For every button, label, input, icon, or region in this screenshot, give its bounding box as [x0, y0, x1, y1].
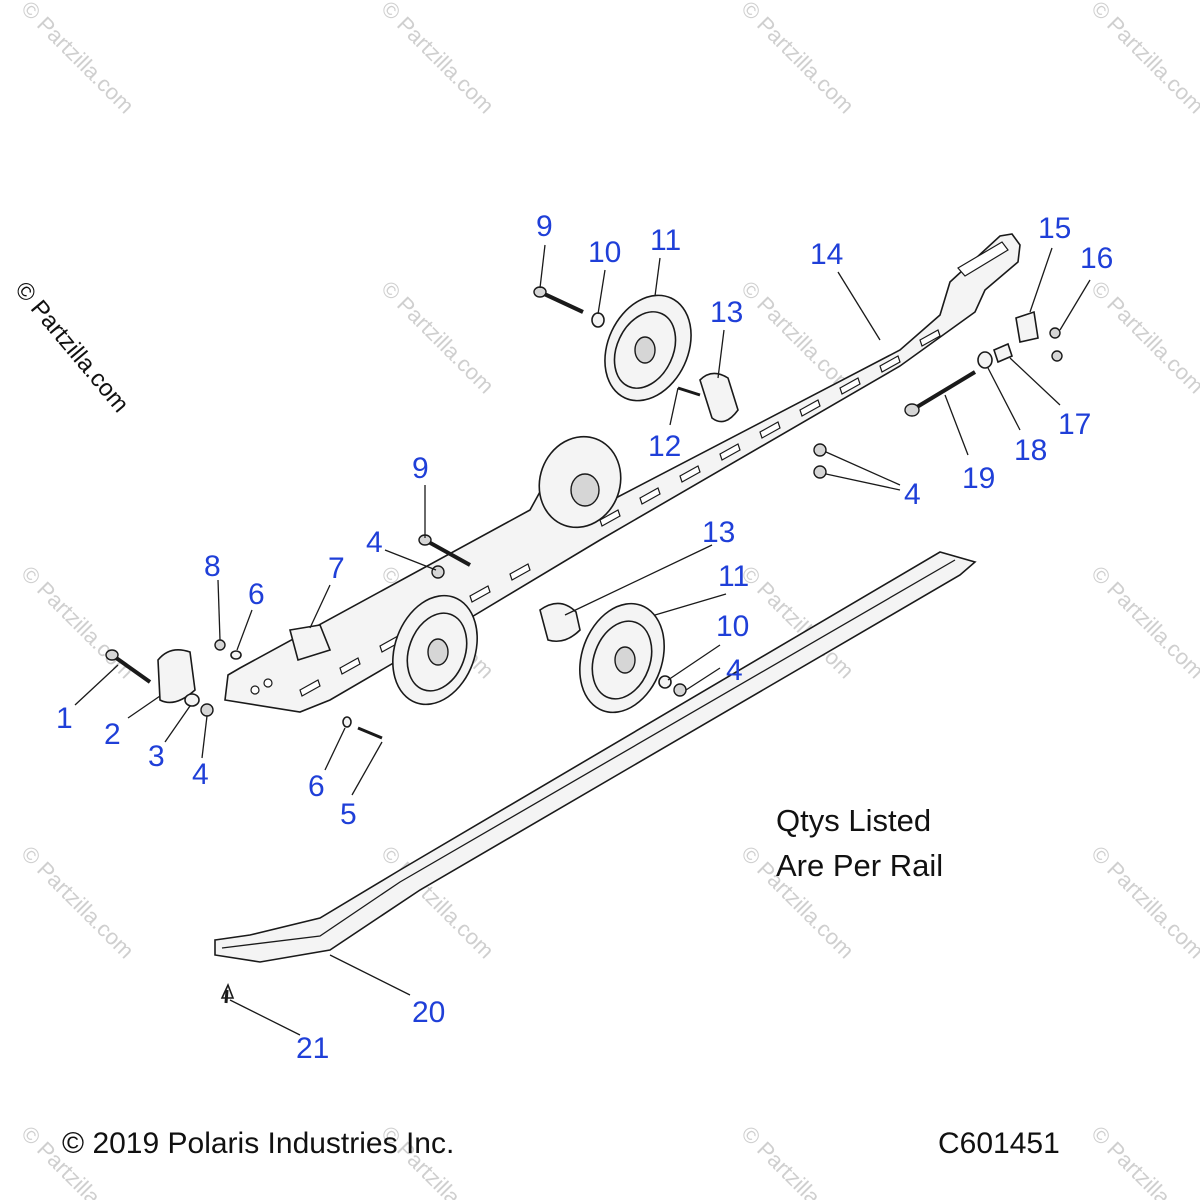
wear-strip — [214, 551, 977, 963]
callout-9: 9 — [536, 210, 553, 243]
watermark: © Partzilla.com — [16, 841, 139, 964]
watermark: © Partzilla.com — [1086, 0, 1200, 118]
note-line-2: Are Per Rail — [776, 848, 943, 883]
screw — [220, 982, 235, 1004]
watermark: © Partzilla.com — [736, 1121, 859, 1200]
watermark-side: © Partzilla.com — [9, 277, 134, 418]
note-line-1: Qtys Listed — [776, 803, 931, 838]
callout-15: 15 — [1038, 212, 1071, 245]
diagram-code: C601451 — [938, 1127, 1060, 1160]
watermark: © Partzilla.com — [1086, 561, 1200, 684]
rear-wheel-behind — [538, 435, 622, 529]
watermark: © Partzilla.com — [16, 0, 139, 118]
leader-lines — [74, 244, 1091, 1036]
callout-2: 2 — [104, 718, 121, 751]
callout-10: 10 — [716, 610, 749, 643]
callouts: 1 2 3 4 8 6 7 4 9 9 10 11 13 12 13 11 10… — [56, 210, 1113, 1065]
hardware — [105, 286, 1063, 740]
watermark-layer: © Partzilla.com © Partzilla.com © Partzi… — [9, 0, 1200, 1200]
callout-10: 10 — [588, 236, 621, 269]
quantity-note: Qtys Listed Are Per Rail — [776, 803, 943, 883]
front-wheel — [392, 594, 478, 706]
callout-9: 9 — [412, 452, 429, 485]
callout-8: 8 — [204, 550, 221, 583]
callout-20: 20 — [412, 996, 445, 1029]
callout-18: 18 — [1014, 434, 1047, 467]
watermark: © Partzilla.com — [1086, 841, 1200, 964]
callout-4: 4 — [904, 478, 921, 511]
callout-1: 1 — [56, 702, 73, 735]
callout-4: 4 — [726, 654, 743, 687]
slide-rail-frame — [224, 233, 1021, 713]
callout-21: 21 — [296, 1032, 329, 1065]
watermark: © Partzilla.com — [1086, 276, 1200, 399]
callout-7: 7 — [328, 552, 345, 585]
callout-14: 14 — [810, 238, 843, 271]
watermark: © Partzilla.com — [376, 276, 499, 399]
callout-13: 13 — [710, 296, 743, 329]
callout-11: 11 — [718, 560, 749, 593]
idler-wheel-lower — [579, 602, 665, 714]
callout-4: 4 — [366, 526, 383, 559]
callout-12: 12 — [648, 430, 681, 463]
callout-4: 4 — [192, 758, 209, 791]
copyright-text: © 2019 Polaris Industries Inc. — [62, 1127, 454, 1160]
watermark: © Partzilla.com — [736, 276, 859, 399]
callout-6: 6 — [308, 770, 325, 803]
watermark: © Partzilla.com — [16, 561, 139, 684]
idler-wheel-upper — [604, 294, 692, 402]
callout-13: 13 — [702, 516, 735, 549]
callout-16: 16 — [1080, 242, 1113, 275]
callout-3: 3 — [148, 740, 165, 773]
footer: © 2019 Polaris Industries Inc. C601451 — [62, 1127, 1060, 1160]
watermark: © Partzilla.com — [376, 0, 499, 118]
callout-6: 6 — [248, 578, 265, 611]
callout-11: 11 — [650, 224, 681, 257]
watermark: © Partzilla.com — [736, 0, 859, 118]
watermark: © Partzilla.com — [1086, 1121, 1200, 1200]
callout-17: 17 — [1058, 408, 1091, 441]
callout-5: 5 — [340, 798, 357, 831]
callout-19: 19 — [962, 462, 995, 495]
